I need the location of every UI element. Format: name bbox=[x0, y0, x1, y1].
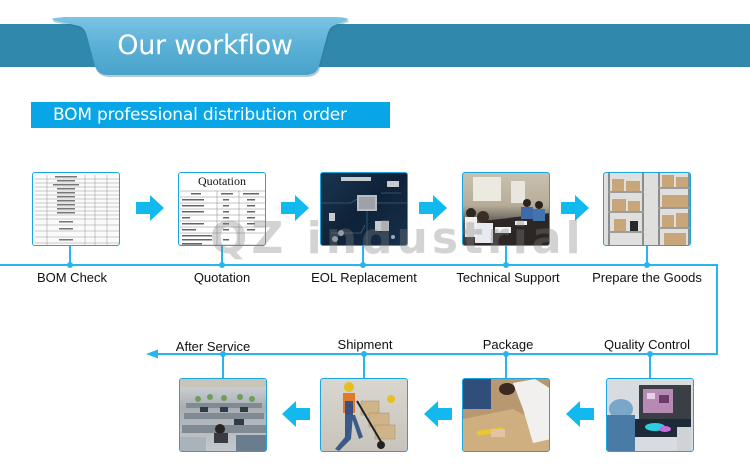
arrow-right-icon bbox=[419, 195, 447, 221]
flow-end-arrowhead bbox=[146, 349, 158, 359]
stem bbox=[362, 246, 364, 264]
node-dot bbox=[503, 262, 509, 268]
section-subtitle: BOM professional distribution order bbox=[31, 102, 390, 128]
arrow-left-icon bbox=[424, 401, 452, 427]
arrow-left-icon bbox=[566, 401, 594, 427]
step-label-shipment: Shipment bbox=[337, 337, 393, 352]
office-cubicles-image bbox=[179, 378, 267, 452]
node-dot bbox=[360, 262, 366, 268]
quotation-doc-title: Quotation bbox=[198, 174, 246, 188]
packing-graphic bbox=[463, 379, 549, 451]
step-label-eol-replacement: EOL Replacement bbox=[311, 270, 417, 285]
stem bbox=[221, 246, 223, 264]
inspection-graphic bbox=[607, 385, 691, 451]
step-label-quotation: Quotation bbox=[193, 270, 251, 285]
stem bbox=[649, 353, 651, 378]
spreadsheet-graphic bbox=[35, 175, 119, 245]
page-title: Our workflow bbox=[117, 30, 293, 61]
stem bbox=[505, 353, 507, 378]
node-dot bbox=[219, 262, 225, 268]
meeting-graphic bbox=[465, 177, 549, 245]
node-dot bbox=[503, 351, 509, 357]
bottom-flow-line bbox=[150, 353, 718, 355]
step-label-technical-support: Technical Support bbox=[456, 270, 560, 285]
shipment-graphic bbox=[335, 382, 396, 451]
circuit-graphic bbox=[321, 177, 407, 245]
node-dot bbox=[361, 351, 367, 357]
node-dot bbox=[220, 351, 226, 357]
quotation-document-image: Quotation bbox=[178, 172, 266, 246]
warehouse-graphic bbox=[608, 173, 690, 245]
arrow-left-icon bbox=[282, 401, 310, 427]
quotation-table-graphic bbox=[180, 190, 265, 245]
right-connector-line bbox=[716, 264, 718, 354]
arrow-right-icon bbox=[281, 195, 309, 221]
office-graphic bbox=[180, 379, 266, 451]
stem bbox=[505, 246, 507, 264]
packing-boxes-image bbox=[462, 378, 550, 452]
warehouse-shelves-image bbox=[603, 172, 691, 246]
step-label-prepare-goods: Prepare the Goods bbox=[592, 270, 702, 285]
stem bbox=[646, 246, 648, 264]
node-dot bbox=[647, 351, 653, 357]
top-flow-line bbox=[0, 264, 717, 266]
step-label-after-service: After Service bbox=[175, 339, 251, 354]
stem bbox=[69, 246, 71, 264]
arrow-right-icon bbox=[136, 195, 164, 221]
hand-truck-worker-image bbox=[320, 378, 408, 452]
bom-spreadsheet-image bbox=[32, 172, 120, 246]
arrow-right-icon bbox=[561, 195, 589, 221]
node-dot bbox=[644, 262, 650, 268]
title-tab bbox=[52, 17, 349, 77]
step-label-package: Package bbox=[482, 337, 534, 352]
stem bbox=[363, 353, 365, 378]
meeting-room-image bbox=[462, 172, 550, 246]
node-dot bbox=[67, 262, 73, 268]
inspection-machine-image bbox=[606, 378, 694, 452]
step-label-quality-control: Quality Control bbox=[604, 337, 690, 352]
circuit-board-image bbox=[320, 172, 408, 246]
stem bbox=[222, 353, 224, 378]
step-label-bom-check: BOM Check bbox=[36, 270, 108, 285]
